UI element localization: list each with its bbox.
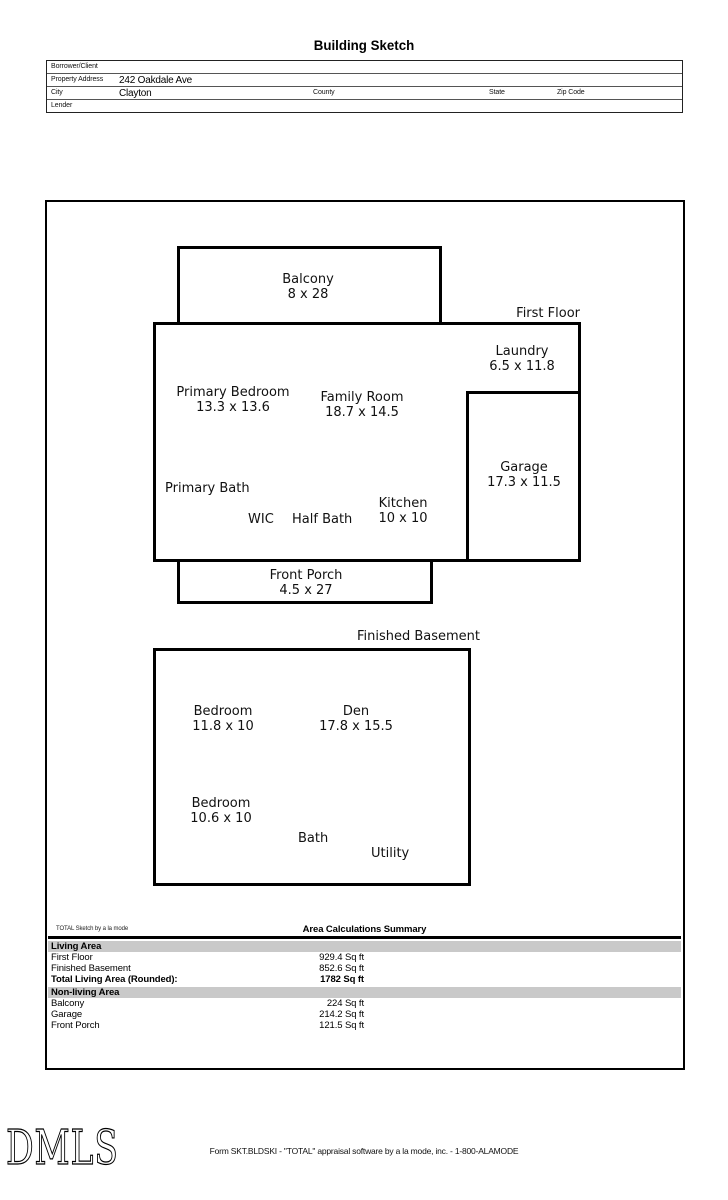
room-label-half-bath: Half Bath — [292, 512, 353, 527]
living-area-heading: Living Area — [48, 941, 681, 952]
page-title: Building Sketch — [313, 37, 415, 53]
room-label-kitchen: Kitchen 10 x 10 — [378, 496, 428, 526]
front-porch-outline — [177, 559, 433, 604]
property-address-label: Property Address — [51, 76, 104, 83]
row-value: 1782 Sq ft — [320, 974, 364, 985]
summary-row-first-floor: First Floor 929.4 Sq ft — [48, 952, 681, 963]
sketch-software-note: TOTAL Sketch by a la mode — [56, 926, 129, 932]
room-label-wic: WIC — [248, 512, 274, 527]
summary-title: Area Calculations Summary — [302, 924, 427, 935]
dmls-logo: DMLS — [6, 1120, 119, 1176]
state-label: State — [489, 89, 505, 96]
room-label-family-room: Family Room 18.7 x 14.5 — [320, 390, 404, 420]
summary-row-garage: Garage 214.2 Sq ft — [48, 1009, 681, 1020]
room-label-primary-bath: Primary Bath — [165, 481, 250, 496]
city-label: City — [51, 89, 63, 96]
property-address-value: 242 Oakdale Ave — [119, 75, 192, 86]
lender-row: Lender — [47, 100, 682, 112]
row-label: Finished Basement — [51, 963, 131, 974]
zip-code-label: Zip Code — [557, 89, 585, 96]
summary-row-finished-basement: Finished Basement 852.6 Sq ft — [48, 963, 681, 974]
borrower-label: Borrower/Client — [51, 63, 98, 70]
room-label-basement-bedroom-2: Bedroom 10.6 x 10 — [190, 796, 252, 826]
room-label-basement-bath: Bath — [298, 831, 329, 846]
area-calculations-summary: TOTAL Sketch by a la mode Area Calculati… — [48, 922, 681, 1031]
room-label-garage: Garage 17.3 x 11.5 — [487, 460, 561, 490]
room-label-utility: Utility — [371, 846, 410, 861]
row-value: 929.4 Sq ft — [319, 952, 364, 963]
garage-outline — [466, 391, 581, 562]
row-label: Front Porch — [51, 1020, 100, 1031]
room-label-basement-bedroom-1: Bedroom 11.8 x 10 — [192, 704, 254, 734]
summary-row-front-porch: Front Porch 121.5 Sq ft — [48, 1020, 681, 1031]
summary-header: TOTAL Sketch by a la mode Area Calculati… — [48, 922, 681, 936]
summary-row-balcony: Balcony 224 Sq ft — [48, 998, 681, 1009]
row-label: Garage — [51, 1009, 83, 1020]
balcony-outline — [177, 246, 442, 325]
row-label: Total Living Area (Rounded): — [51, 974, 178, 985]
borrower-row: Borrower/Client — [47, 61, 682, 74]
row-value: 214.2 Sq ft — [319, 1009, 364, 1020]
basement-title: Finished Basement — [356, 629, 480, 644]
row-value: 852.6 Sq ft — [319, 963, 364, 974]
room-label-front-porch: Front Porch 4.5 x 27 — [269, 568, 343, 598]
row-label: First Floor — [51, 952, 93, 963]
property-address-row: Property Address 242 Oakdale Ave — [47, 74, 682, 87]
room-label-primary-bedroom: Primary Bedroom 13.3 x 13.6 — [176, 385, 290, 415]
city-county-state-zip-row: City Clayton County State Zip Code — [47, 87, 682, 100]
county-label: County — [313, 89, 335, 96]
lender-label: Lender — [51, 102, 73, 109]
basement-outline — [153, 648, 471, 886]
form-footer-text: Form SKT.BLDSKI - "TOTAL" appraisal soft… — [209, 1146, 519, 1156]
first-floor-title: First Floor — [516, 306, 580, 321]
room-label-den: Den 17.8 x 15.5 — [319, 704, 393, 734]
city-value: Clayton — [119, 88, 152, 99]
row-label: Balcony — [51, 998, 85, 1009]
room-label-laundry: Laundry 6.5 x 11.8 — [489, 344, 555, 374]
non-living-area-heading: Non-living Area — [48, 987, 681, 998]
summary-divider — [48, 936, 681, 939]
room-label-balcony: Balcony 8 x 28 — [282, 272, 334, 302]
row-value: 121.5 Sq ft — [319, 1020, 364, 1031]
property-info-table: Borrower/Client Property Address 242 Oak… — [46, 60, 683, 113]
row-value: 224 Sq ft — [326, 998, 364, 1009]
summary-row-total-living-area: Total Living Area (Rounded): 1782 Sq ft — [48, 974, 681, 985]
